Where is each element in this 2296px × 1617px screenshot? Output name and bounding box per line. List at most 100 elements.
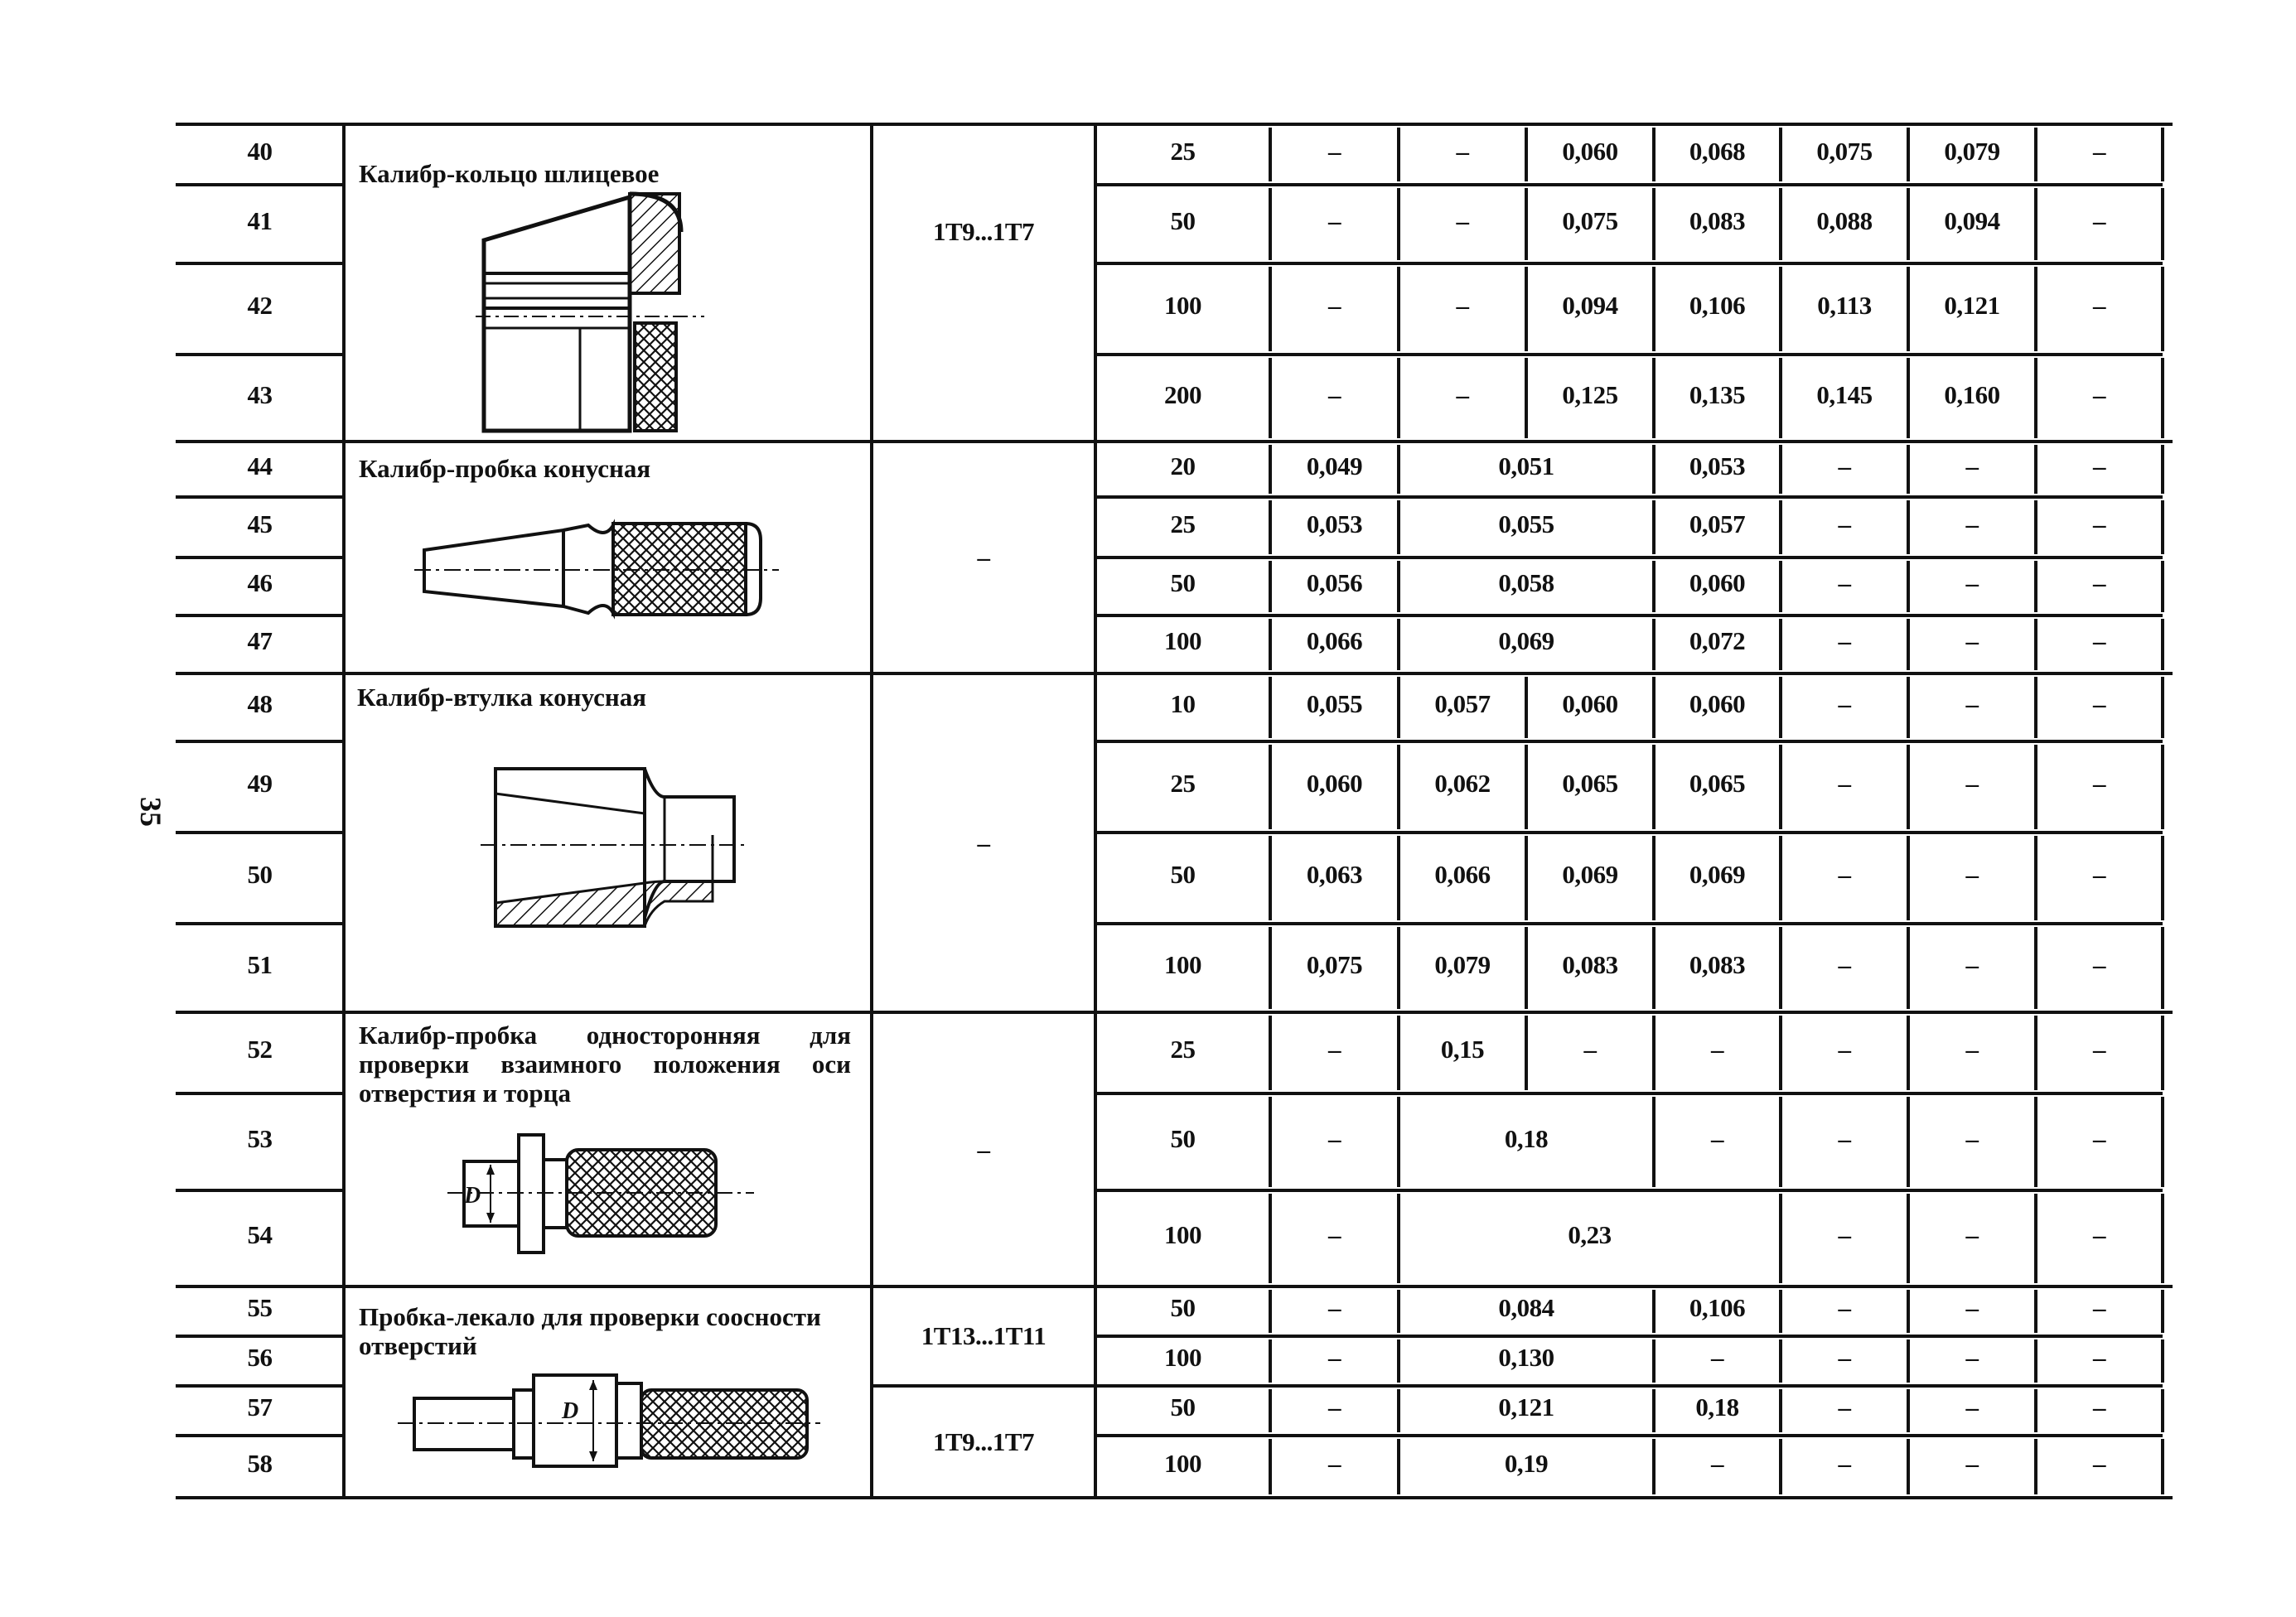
data-column-rule [2161,1339,2164,1383]
tolerance-value: – [1965,1220,1979,1249]
row-rule [176,262,344,265]
data-column-rule [1907,619,1910,670]
nominal-size: 10 [1170,689,1196,718]
data-column-rule [2034,927,2037,1009]
data-column-rule [1779,500,1782,554]
tolerance-value: 0,056 [1306,568,1363,597]
data-column-rule [1652,1439,1656,1494]
data-column-rule [1652,500,1656,554]
data-column-rule [1269,445,1272,494]
data-column-rule [1397,677,1400,738]
tolerance-value: 0,058 [1498,568,1554,597]
data-column-rule [1907,500,1910,554]
data-column-rule [1397,1339,1400,1383]
data-column-rule [2034,745,2037,829]
data-column-rule [2034,1290,2037,1333]
tolerance-value: – [1456,291,1470,320]
tolerance-rule [872,1384,1095,1388]
row-rule [176,740,344,743]
data-column-rule [1907,445,1910,494]
data-column-rule [2034,1339,2037,1383]
tolerance-value: – [1965,1123,1979,1153]
tolerance-value: 0,057 [1689,509,1746,538]
tolerance-value: 0,23 [1568,1220,1612,1249]
data-column-rule [1397,1389,1400,1432]
row-number: 41 [247,205,273,235]
data-column-rule [2161,745,2164,829]
tolerance-value: 0,053 [1306,509,1363,538]
tolerance-value: – [1838,1343,1852,1372]
row-number: 55 [247,1293,273,1322]
data-column-rule [1269,188,1272,260]
row-rule [176,1335,344,1338]
tolerance-value: – [2093,769,2106,798]
data-column-rule [1907,561,1910,612]
data-column-rule [1779,188,1782,260]
data-column-rule [1779,128,1782,181]
row-rule [176,831,344,834]
data-column-rule [1269,745,1272,829]
data-column-rule [1779,1339,1782,1383]
row-number: 49 [247,769,273,798]
tolerance-value: – [2093,1343,2106,1372]
data-column-rule [1397,188,1400,260]
data-column-rule [1397,927,1400,1009]
tolerance-value: – [1328,1293,1341,1322]
data-column-rule [1269,358,1272,438]
tolerance-value: 0,066 [1434,860,1491,889]
data-column-rule [2034,836,2037,920]
nominal-size: 50 [1170,205,1196,235]
tolerance-value: 0,068 [1689,136,1746,166]
data-column-rule [2034,267,2037,351]
tolerance-value: 0,049 [1306,451,1363,480]
tolerance-value: – [1965,1448,1979,1478]
accuracy-class: – [977,1134,991,1164]
data-column-rule [1269,1439,1272,1494]
tolerance-value: 0,053 [1689,451,1746,480]
row-number: 54 [247,1220,273,1249]
data-column-rule [1907,1389,1910,1432]
data-column-rule [1652,619,1656,670]
tolerance-value: 0,065 [1689,769,1746,798]
data-column-rule [2034,1389,2037,1432]
row-number: 53 [247,1123,273,1153]
nominal-size: 100 [1164,291,1202,320]
data-column-rule [2034,128,2037,181]
row-rule [176,922,344,925]
tolerance-value: 0,088 [1816,205,1873,235]
tolerance-value: – [1965,949,1979,979]
tolerance-value: – [2093,451,2106,480]
row-rule [176,1384,344,1388]
tolerance-value: 0,075 [1306,949,1363,979]
conical-sleeve-gauge-drawing [481,767,746,928]
row-number: 45 [247,509,273,538]
data-column-rule [2161,500,2164,554]
tolerance-value: 0,15 [1440,1035,1485,1064]
row-rule [176,1092,344,1095]
tolerance-value: – [1328,1393,1341,1422]
tolerance-value: 0,063 [1306,860,1363,889]
data-column-rule [1907,1016,1910,1090]
row-rule [176,183,344,186]
data-column-rule [1269,128,1272,181]
data-column-rule [1525,745,1528,829]
data-column-rule [1269,561,1272,612]
data-column-rule [1652,836,1656,920]
tolerance-value: – [1965,1343,1979,1372]
data-column-rule [1525,358,1528,438]
data-column-rule [2034,445,2037,494]
tolerance-value: – [1838,1393,1852,1422]
nominal-size: 50 [1170,568,1196,597]
data-column-rule [1397,836,1400,920]
data-column-rule [1779,1016,1782,1090]
tolerance-value: 0,083 [1689,949,1746,979]
tolerance-value: – [1328,1220,1341,1249]
data-column-rule [2034,619,2037,670]
tolerance-value: 0,135 [1689,379,1746,409]
tolerance-value: – [1965,860,1979,889]
tolerance-value: – [2093,379,2106,409]
nominal-size: 100 [1164,949,1202,979]
tolerance-value: 0,060 [1562,689,1618,718]
spline-ring-gauge-drawing [476,191,704,433]
tolerance-value: – [1711,1123,1724,1153]
